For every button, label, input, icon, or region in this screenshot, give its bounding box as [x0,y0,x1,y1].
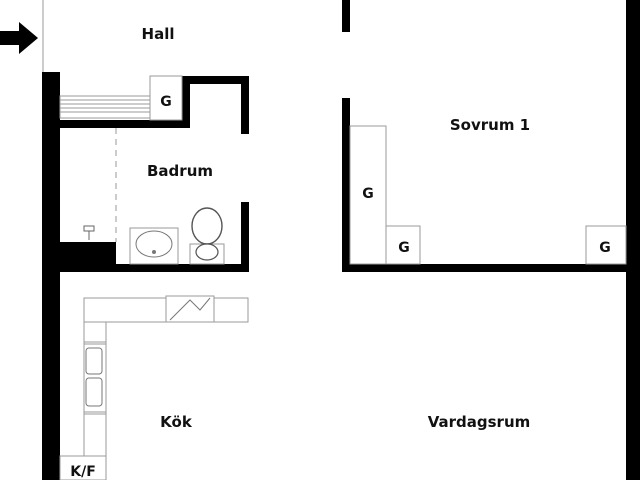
room-label-badrum: Badrum [147,162,213,180]
room-label-sovrum: Sovrum 1 [450,116,530,134]
wardrobe-bedroom-right: G [585,225,627,265]
fridge-freezer: K/F [59,455,107,480]
bathroom-walls [42,72,249,480]
toilet-icon [189,207,225,265]
room-label-vardagsrum: Vardagsrum [428,413,531,431]
wardrobe-bedroom-left: G [349,125,387,265]
room-label-hall: Hall [142,25,175,43]
wardrobe-hall: G [149,75,183,121]
sink-icon [129,227,179,265]
stove-icon [165,295,215,323]
svg-text:G: G [599,240,611,256]
radiator [59,95,151,119]
arrow-right-icon [0,22,38,54]
kitchen-sink-icon [83,343,107,413]
svg-text:G: G [398,240,410,256]
svg-text:K/F: K/F [70,464,96,480]
room-label-kok: Kök [160,413,193,431]
bedroom-walls [342,0,640,480]
kitchen-counter [83,297,249,480]
wardrobe-bedroom-mid: G [385,225,421,265]
svg-text:G: G [362,186,374,202]
shower-icon [83,225,95,240]
svg-text:G: G [160,94,172,110]
